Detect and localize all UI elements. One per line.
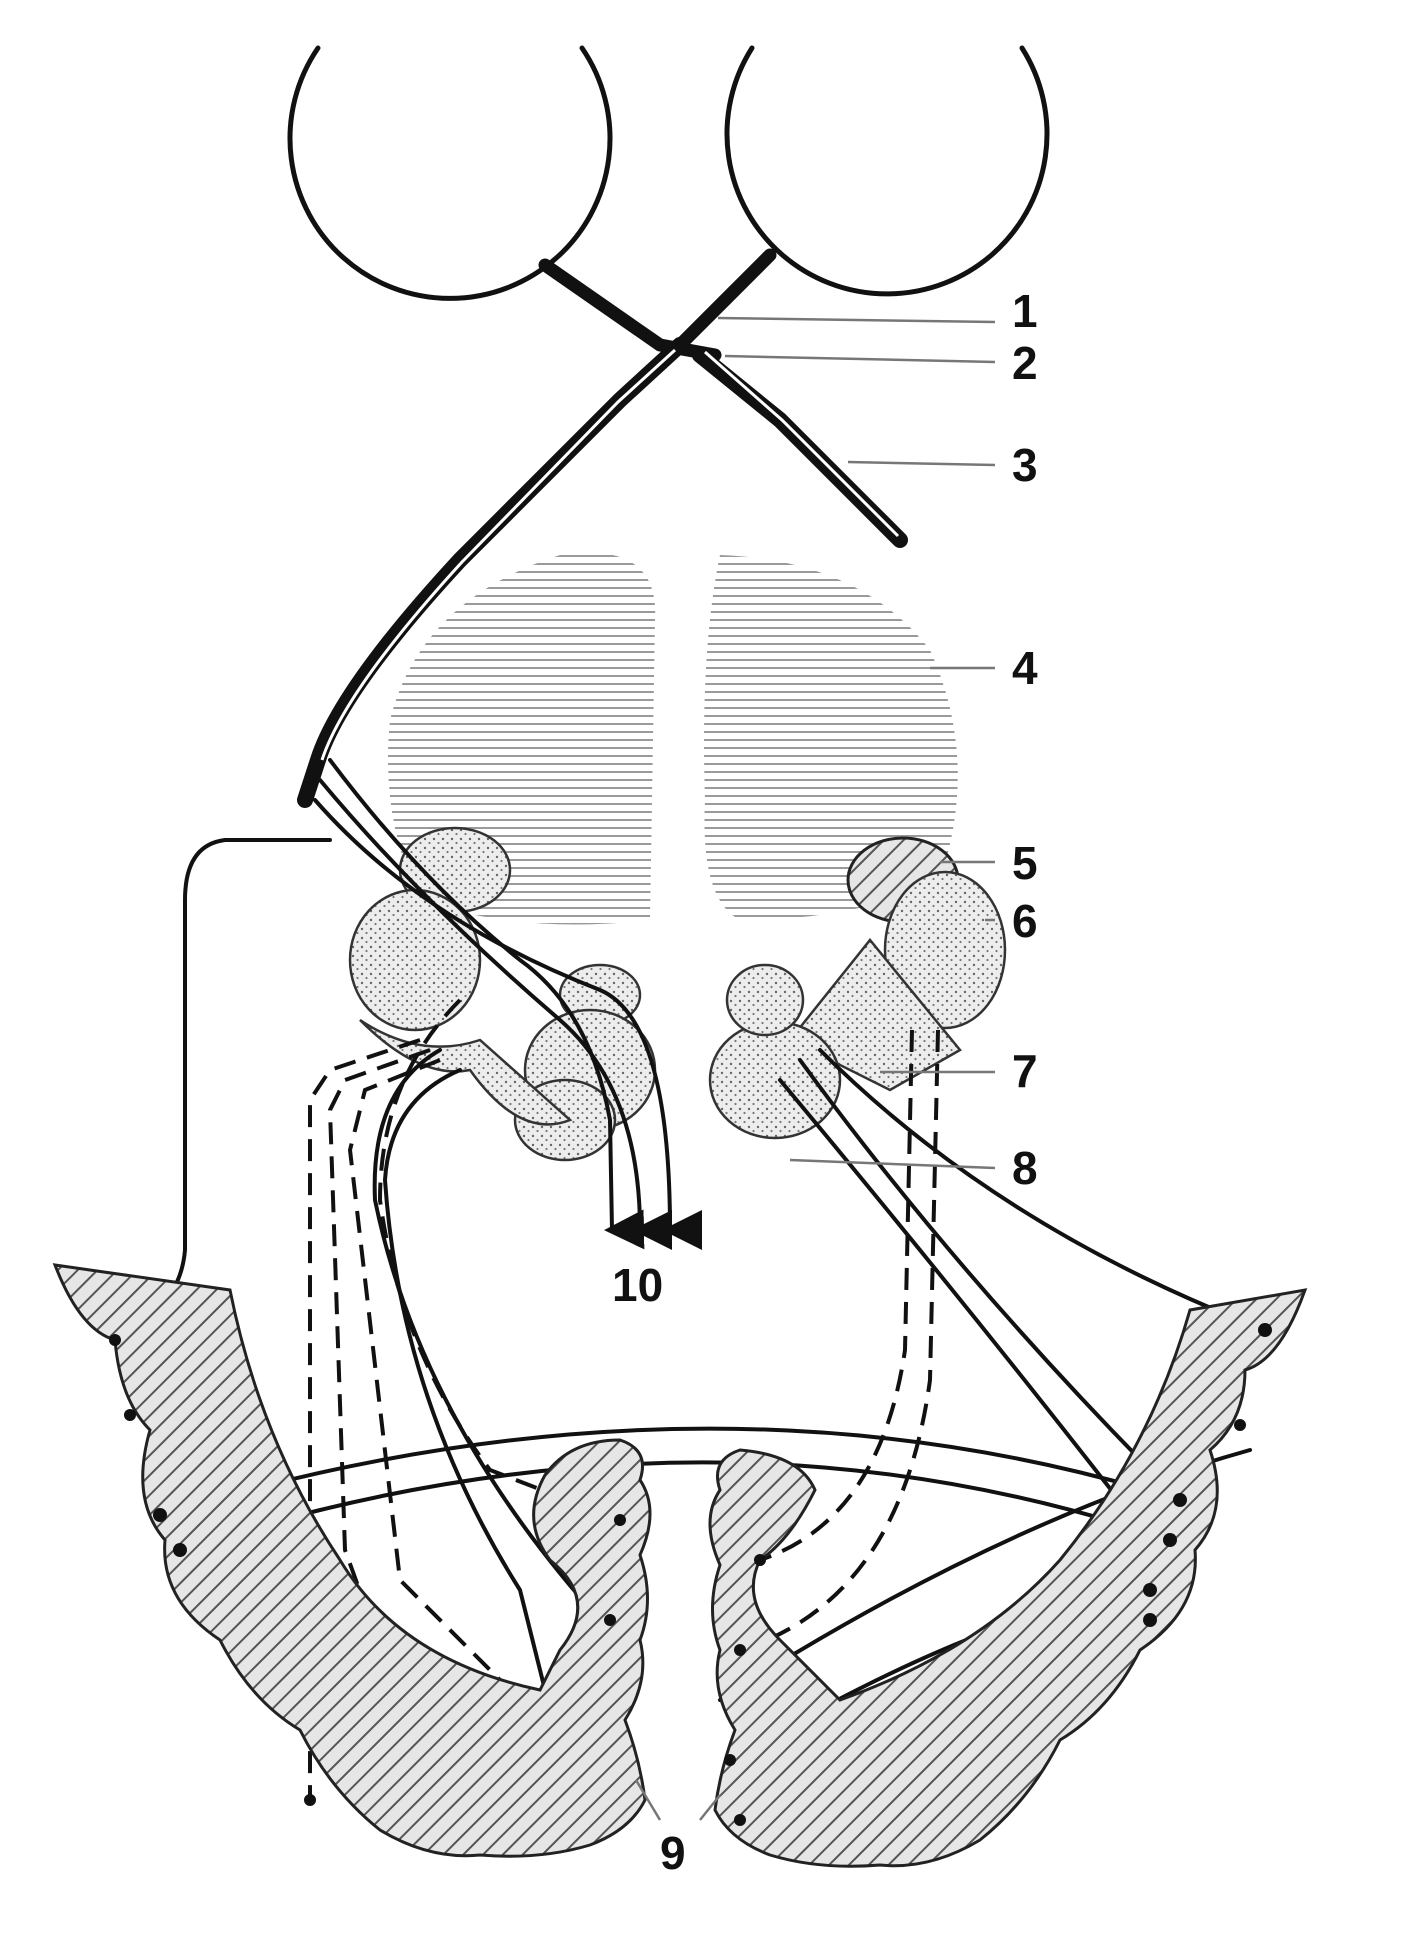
right-optic-tract [692, 347, 908, 548]
descending-fibers [313, 758, 703, 1250]
left-occipital-cortex [52, 1263, 652, 1858]
label-3: 3 [1012, 439, 1038, 491]
label-5: 5 [1012, 837, 1038, 889]
right-eyeball [724, 45, 1050, 297]
label-9: 9 [660, 1827, 686, 1879]
nucleus-6 [883, 870, 1007, 1030]
label-10: 10 [612, 1259, 664, 1311]
label-6: 6 [1012, 895, 1038, 947]
leader-lines [634, 316, 996, 1821]
label-2: 2 [1012, 337, 1038, 389]
left-eyeball [287, 45, 613, 301]
label-7: 7 [1012, 1045, 1038, 1097]
label-4: 4 [1012, 642, 1038, 694]
right-occipital-cortex [708, 1288, 1308, 1868]
terminal-dots [109, 1323, 1272, 1826]
label-8: 8 [1012, 1142, 1038, 1194]
right-thalamus [704, 555, 958, 920]
left-optic-tract [297, 337, 688, 808]
nucleus-8 [708, 1020, 842, 1140]
left-nuclei [348, 826, 657, 1162]
optic-chiasm [297, 248, 908, 808]
label-1: 1 [1012, 285, 1038, 337]
right-optic-radiation [739, 1029, 1242, 1652]
